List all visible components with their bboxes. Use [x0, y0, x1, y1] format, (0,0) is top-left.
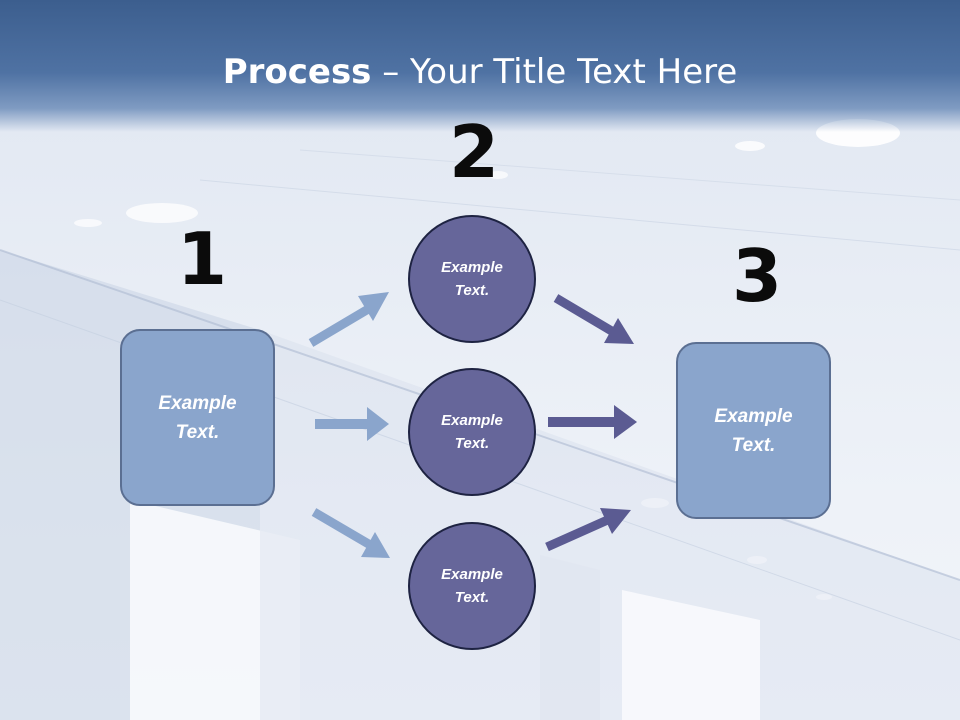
step-1-line2: Text.: [175, 421, 220, 443]
circle-top-line1: Example: [441, 259, 503, 276]
circle-top-line2: Text.: [454, 282, 490, 299]
title-rest: – Your Title Text Here: [371, 52, 738, 92]
title-bar: [0, 0, 960, 132]
circle-middle-line2: Text.: [454, 435, 490, 452]
step-1-line1: Example: [158, 392, 237, 414]
title-bold: Process: [222, 52, 372, 92]
arrow-top-to-3: [553, 294, 634, 344]
step-3-line1: Example: [714, 405, 793, 427]
step-number-1: 1: [177, 217, 228, 301]
arrow-bottom-to-3: [545, 508, 631, 552]
slide-title: Process – Your Title Text Here: [0, 52, 960, 92]
circle-bottom-line2: Text.: [454, 589, 490, 606]
arrow-middle-to-3: [548, 405, 637, 439]
step-number-2: 2: [449, 110, 500, 194]
arrow-1-to-middle: [315, 407, 389, 441]
arrow-1-to-top: [308, 292, 389, 347]
arrow-1-to-bottom: [311, 508, 390, 558]
step-3-line2: Text.: [731, 434, 776, 456]
step-number-3: 3: [732, 234, 783, 318]
circle-middle-line1: Example: [441, 412, 503, 429]
circle-bottom-line1: Example: [441, 566, 503, 583]
